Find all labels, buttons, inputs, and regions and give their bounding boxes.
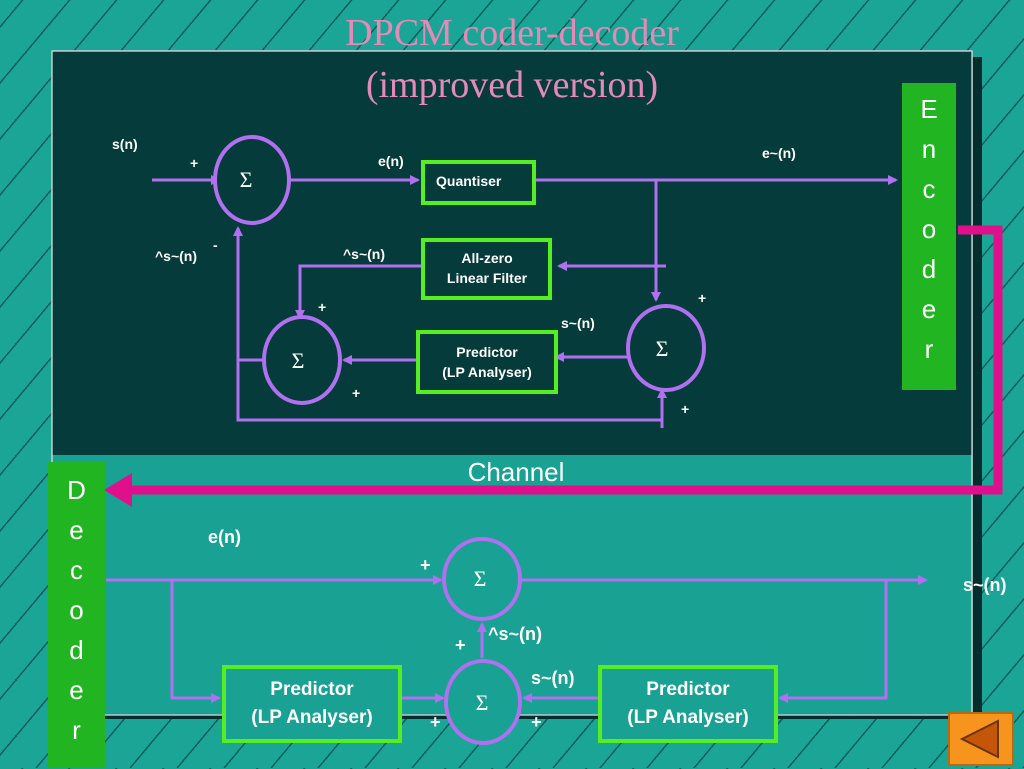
encoder-sigma-input xyxy=(213,135,291,225)
decoder-letter: d xyxy=(69,635,84,665)
dec-label-plus-left: + xyxy=(430,712,441,732)
decoder-letter: c xyxy=(70,555,83,585)
encoder-letter: r xyxy=(924,334,934,364)
dec-label-output: s~(n) xyxy=(963,575,1007,595)
sigma-symbol: Σ xyxy=(656,336,669,361)
dec-predictor-left-2: (LP Analyser) xyxy=(251,707,372,728)
decoder-letter: e xyxy=(69,675,84,705)
label-plus-top: + xyxy=(190,155,198,171)
encoder-predictor-block xyxy=(416,330,558,394)
quantiser-block xyxy=(421,160,536,205)
enc-predictor-label-1: Predictor xyxy=(456,344,518,360)
label-minus: - xyxy=(213,237,218,253)
sigma-symbol: Σ xyxy=(292,348,305,373)
dec-label-e-n: e(n) xyxy=(208,527,241,547)
encoder-wires xyxy=(152,175,898,428)
encoder-sigma-reconstruct xyxy=(626,304,706,392)
dec-predictor-left-1: Predictor xyxy=(270,679,354,700)
decoder-predictor-left xyxy=(222,665,402,743)
label-shat-mid: ^s~(n) xyxy=(343,246,385,262)
slide-subtitle: (improved version) xyxy=(365,64,659,106)
decoder-sigma-top xyxy=(442,537,522,621)
allzero-label-1: All-zero xyxy=(461,250,512,266)
back-triangle-icon xyxy=(959,719,999,759)
dec-predictor-right-1: Predictor xyxy=(646,679,730,700)
sigma-symbol: Σ xyxy=(474,566,487,591)
dec-label-plus-mid: + xyxy=(455,635,466,655)
label-e-tilde: e~(n) xyxy=(762,145,796,161)
label-e-n: e(n) xyxy=(378,153,404,169)
label-plus-b: + xyxy=(352,385,360,401)
allzero-filter-block xyxy=(421,238,552,300)
sigma-symbol: Σ xyxy=(476,690,489,715)
back-button[interactable] xyxy=(948,712,1014,766)
decoder-letter: D xyxy=(67,475,86,505)
decoder-letter: r xyxy=(72,715,81,745)
encoder-letter: o xyxy=(921,214,937,244)
sigma-symbol: Σ xyxy=(240,167,253,192)
label-s-n: s(n) xyxy=(112,136,138,152)
decoder-letter: e xyxy=(69,515,84,545)
allzero-label-2: Linear Filter xyxy=(447,270,528,286)
decoder-wires xyxy=(106,575,928,703)
label-plus-d: + xyxy=(681,401,689,417)
quantiser-label: Quantiser xyxy=(436,173,502,189)
dec-label-shat: ^s~(n) xyxy=(488,624,542,644)
decoder-letter: o xyxy=(69,595,84,625)
label-plus-a: + xyxy=(318,299,326,315)
label-shat-left: ^s~(n) xyxy=(155,248,197,264)
encoder-letter: e xyxy=(921,294,937,324)
dec-label-plus-top: + xyxy=(420,555,431,575)
encoder-letter: d xyxy=(921,254,937,284)
channel-label: Channel xyxy=(468,457,565,487)
decoder-predictor-right xyxy=(598,665,778,743)
encoder-letter: n xyxy=(921,134,937,164)
encoder-sigma-prediction xyxy=(262,315,342,405)
decoder-sigma-bottom xyxy=(444,659,522,745)
enc-predictor-label-2: (LP Analyser) xyxy=(442,364,531,380)
label-plus-c: + xyxy=(698,290,706,306)
channel-path xyxy=(104,225,1003,507)
encoder-letter: c xyxy=(922,174,936,204)
label-s-tilde: s~(n) xyxy=(561,315,595,331)
dec-predictor-right-2: (LP Analyser) xyxy=(627,707,748,728)
dec-label-plus-right: + xyxy=(531,712,542,732)
encoder-letter: E xyxy=(920,94,938,124)
slide-title: DPCM coder-decoder xyxy=(345,12,679,54)
dec-label-s-tilde: s~(n) xyxy=(531,668,575,688)
